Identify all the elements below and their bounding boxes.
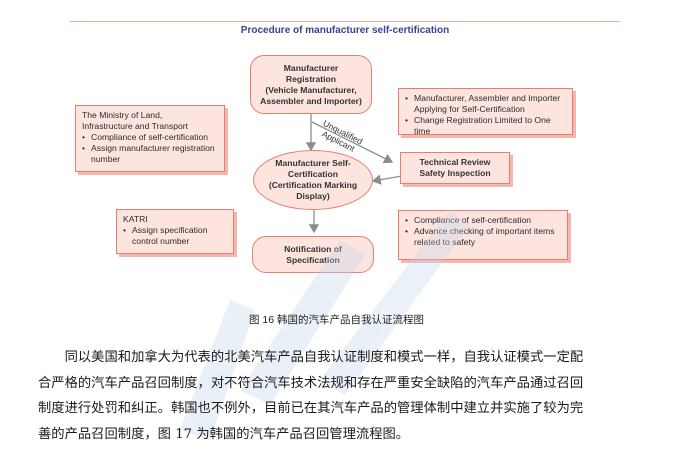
technical-review-box: Technical Review Safety Inspection xyxy=(400,152,510,184)
self-certification-ellipse: Manufacturer Self- Certification (Certif… xyxy=(253,150,373,210)
katri-title: KATRI xyxy=(123,214,148,224)
ministry-title-1: The Ministry of Land, xyxy=(82,110,163,120)
manufacturer-duties-box: Manufacturer, Assembler and Importer App… xyxy=(398,88,573,137)
technical-review-line-2: Safety Inspection xyxy=(419,168,491,178)
ministry-title-2: Infrastructure and Transport xyxy=(82,121,189,131)
manufacturer-registration-box: Manufacturer Registration (Vehicle Manuf… xyxy=(250,55,372,114)
header-rule xyxy=(70,21,620,22)
arrow-unqualified xyxy=(311,121,394,164)
notification-line-2: Specification xyxy=(286,254,340,265)
technical-review-line-1: Technical Review xyxy=(419,157,491,167)
compliance-list: Compliance of self-certification Advance… xyxy=(405,215,561,248)
registration-line-3: (Vehicle Manufacturer, xyxy=(265,84,357,95)
duties-list: Manufacturer, Assembler and Importer App… xyxy=(405,93,566,137)
katri-item: Assign specification control number xyxy=(123,225,227,247)
paragraph-line: 合严格的汽车产品召回制度，对不符合汽车技术法规和存在严重安全缺陷的汽车产品通过召… xyxy=(38,375,584,391)
paragraph-line: 制度进行处罚和纠正。韩国也不例外，目前已在其汽车产品的管理体制中建立并实施了较为… xyxy=(38,401,584,416)
ministry-list: Compliance of self-certification Assign … xyxy=(82,132,218,165)
page-header: Procedure of manufacturer self-certifica… xyxy=(70,8,620,45)
ministry-item: Assign manufacturer registration number xyxy=(82,143,218,165)
registration-line-2: Registration xyxy=(285,73,337,84)
compliance-item: Advance checking of important items rela… xyxy=(405,226,561,248)
compliance-box: Compliance of self-certification Advance… xyxy=(398,210,568,260)
body-paragraph: 同以美国和加拿大为代表的北美汽车产品自我认证制度和模式一样，自我认证模式一定配 … xyxy=(38,345,638,447)
katri-list: Assign specification control number xyxy=(123,225,227,247)
selfcert-line-2: Certification xyxy=(287,169,339,179)
paragraph-line: 同以美国和加拿大为代表的北美汽车产品自我认证制度和模式一样，自我认证模式一定配 xyxy=(64,350,584,365)
katri-box: KATRI Assign specification control numbe… xyxy=(116,209,234,254)
compliance-item: Compliance of self-certification xyxy=(405,215,561,226)
duties-item: Manufacturer, Assembler and Importer App… xyxy=(405,93,566,115)
figure-caption: 图 16 韩国的汽车产品自我认证流程图 xyxy=(248,314,424,326)
registration-line-1: Manufacturer xyxy=(283,62,339,73)
notification-line-1: Notification of xyxy=(284,243,342,254)
selfcert-line-3: (Certification Marking xyxy=(268,180,358,190)
duties-item: Change Registration Limited to One time xyxy=(405,115,566,137)
registration-line-4: Assembler and Importer) xyxy=(260,95,362,106)
notification-box: Notification of Specification xyxy=(252,236,374,273)
page-header-title: Procedure of manufacturer self-certifica… xyxy=(240,25,450,36)
ministry-box: The Ministry of Land, Infrastructure and… xyxy=(75,105,225,172)
arrow-review-to-selfcert xyxy=(371,174,403,185)
paragraph-line: 善的产品召回制度，图 17 为韩国的汽车产品召回管理流程图。 xyxy=(38,426,410,442)
selfcert-line-4: Display) xyxy=(296,191,330,201)
selfcert-line-1: Manufacturer Self- xyxy=(275,158,351,168)
ministry-item: Compliance of self-certification xyxy=(82,132,218,143)
